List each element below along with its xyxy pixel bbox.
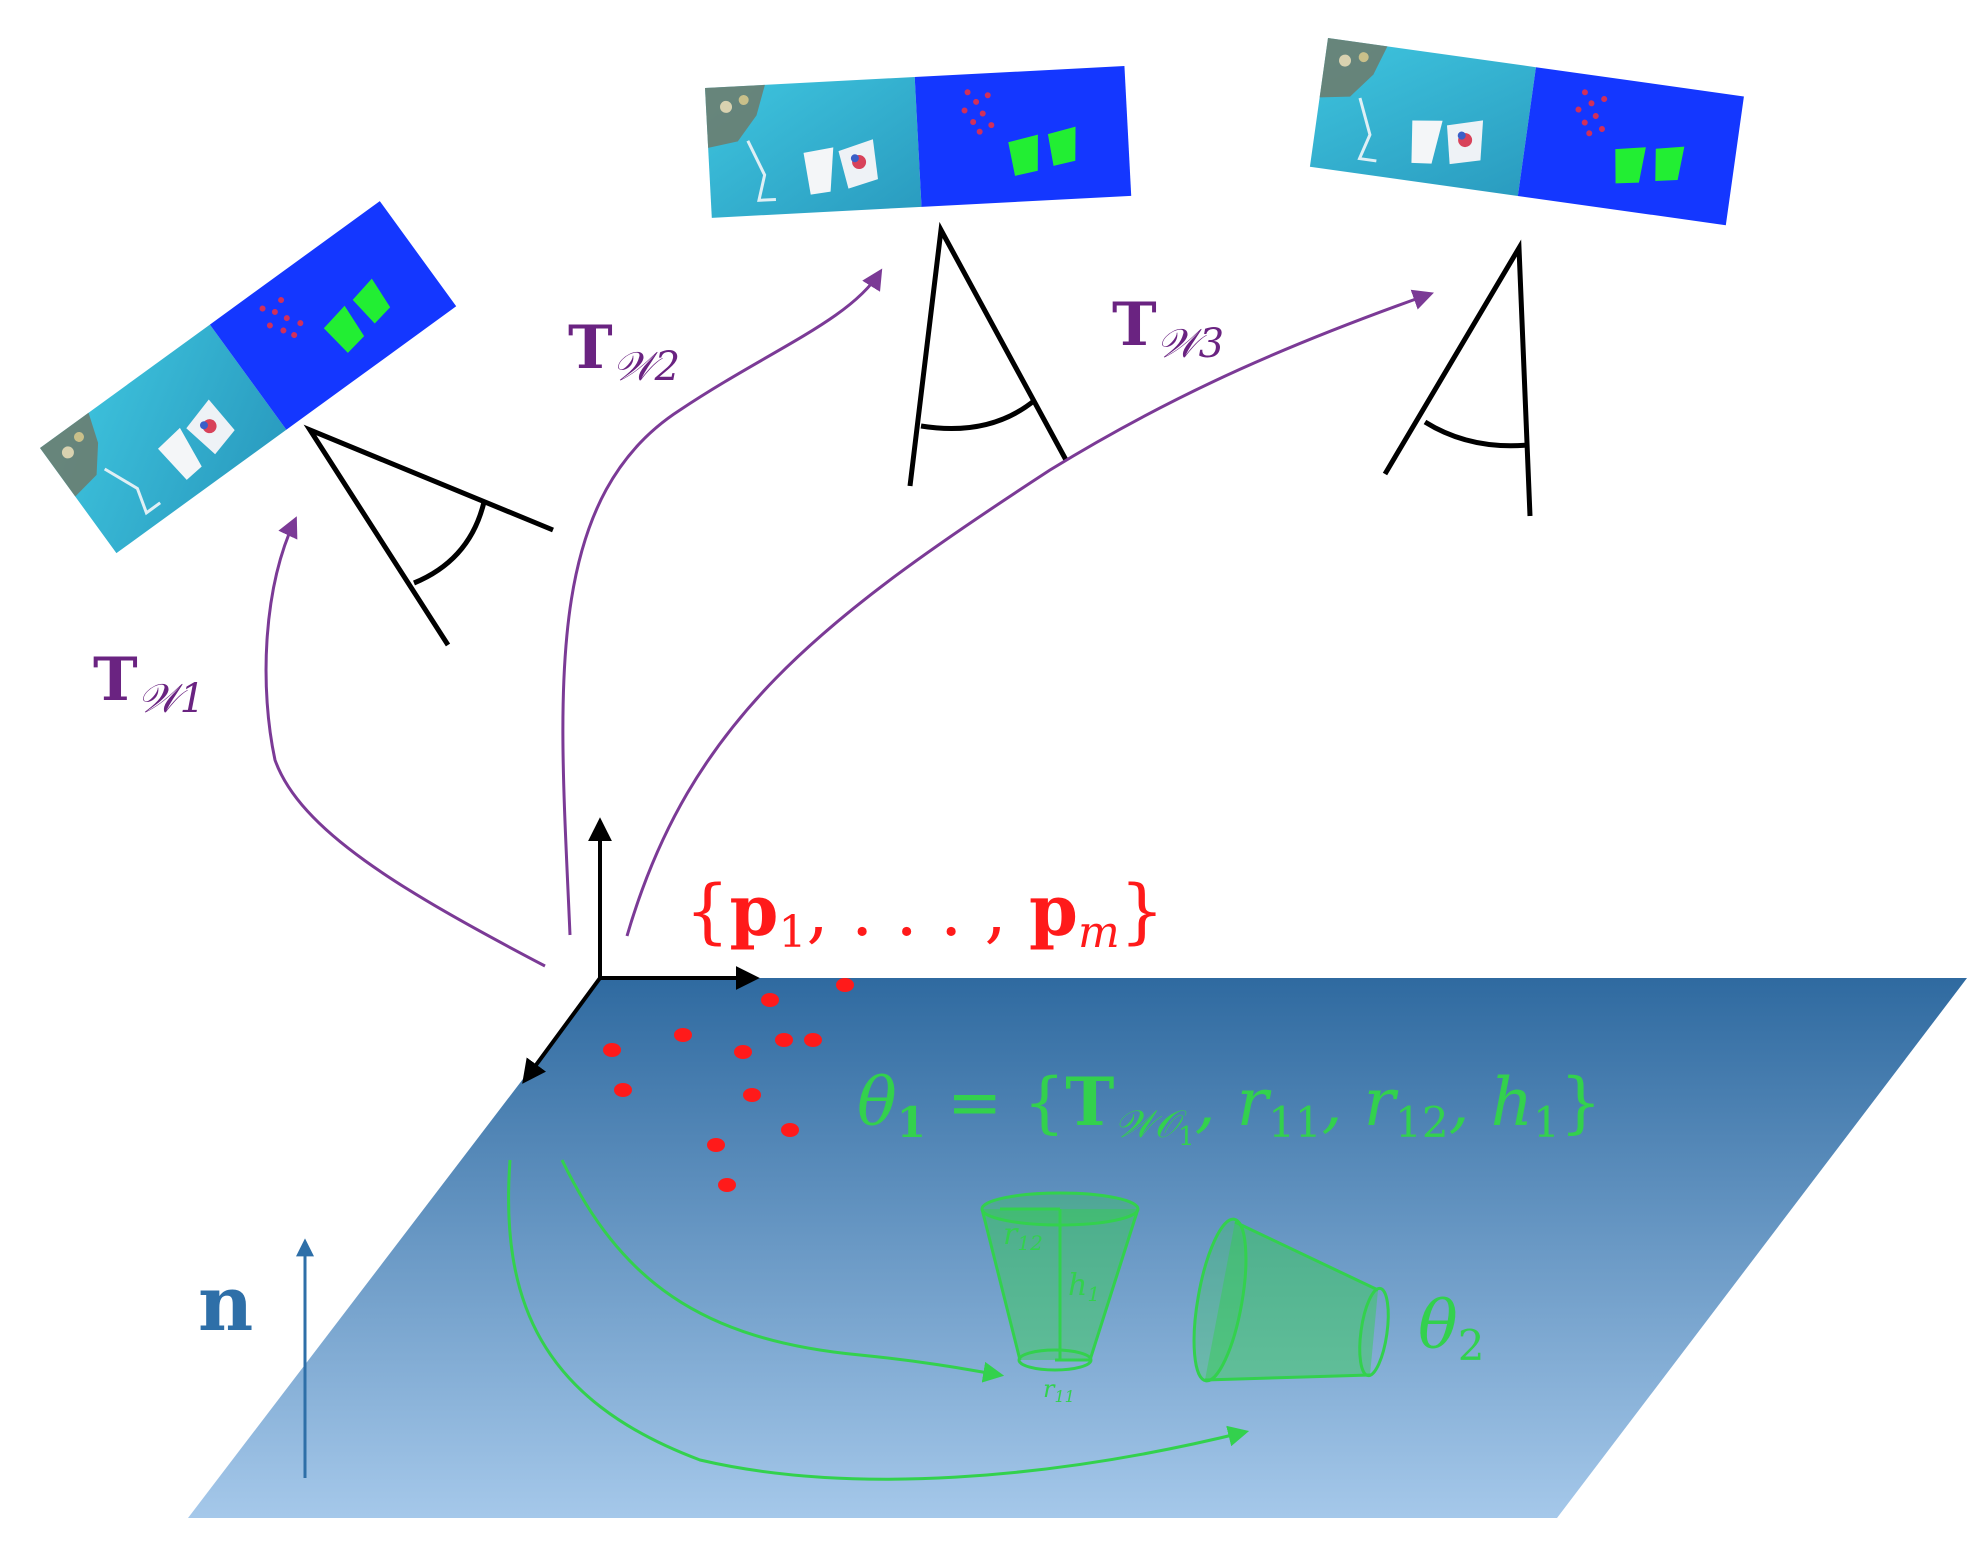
point — [743, 1088, 761, 1102]
camera-view-2 — [703, 64, 1133, 220]
camera-view-1 — [38, 199, 458, 555]
cup-2-model — [1192, 1217, 1390, 1383]
point — [674, 1028, 692, 1042]
point — [804, 1033, 822, 1047]
point — [603, 1043, 621, 1057]
camera-view-3 — [1308, 36, 1746, 227]
pose-arrow-1 — [264, 516, 546, 968]
cup-label-r12: r12 — [1003, 1217, 1043, 1255]
ground-plane — [188, 978, 1967, 1518]
camera-frustum-icon — [303, 424, 554, 647]
points-label: {p1, . . . , pm} — [685, 869, 1164, 958]
normal-label: n — [198, 1259, 253, 1348]
point — [775, 1033, 793, 1047]
theta1-label: θ1 = {T𝒲𝒪1, r11, r12, h1} — [857, 1063, 1602, 1152]
object-pose-arrow-1 — [560, 1159, 1005, 1383]
cup-1-model — [980, 1191, 1140, 1372]
camera-frustum-icon — [1382, 239, 1533, 517]
cup-label-r11: r11 — [1043, 1375, 1075, 1406]
coordinate-frame-icon — [522, 817, 760, 1084]
point — [781, 1123, 799, 1137]
point-cloud — [603, 978, 854, 1192]
point — [734, 1045, 752, 1059]
pose-arrow-3 — [625, 289, 1434, 937]
pose-label-2: T𝒲2 — [568, 313, 680, 390]
point — [707, 1138, 725, 1152]
pose-label-3: T𝒲3 — [1112, 290, 1224, 367]
cup-label-h1: h1 — [1068, 1268, 1100, 1306]
point — [614, 1083, 632, 1097]
pose-arrow-2 — [561, 268, 883, 936]
point — [718, 1178, 736, 1192]
theta2-label: θ2 — [1418, 1287, 1484, 1370]
point — [836, 978, 854, 992]
pose-label-1: T𝒲1 — [93, 645, 205, 722]
point — [761, 993, 779, 1007]
camera-frustum-icon — [907, 221, 1069, 487]
object-pose-arrow-2 — [507, 1159, 1250, 1481]
